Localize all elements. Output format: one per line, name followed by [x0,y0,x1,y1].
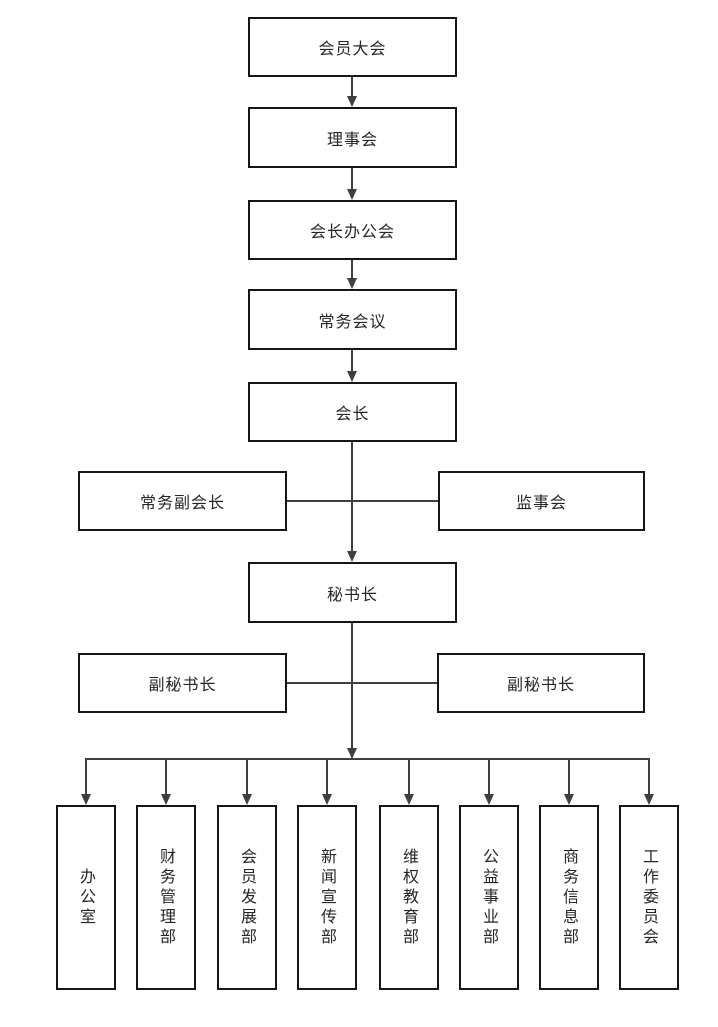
node-standing-meeting: 常务会议 [248,289,457,350]
dept-rights-protection-education: 维权教育部 [379,805,439,990]
connector-line [287,500,438,502]
node-label: 会员大会 [318,39,387,58]
dept-label: 维权教育部 [400,847,419,948]
dept-label: 办公室 [77,867,96,928]
node-label: 会长 [335,404,370,423]
arrow-down-icon [347,278,357,289]
arrow-down-icon [347,748,357,759]
dept-public-welfare: 公益事业部 [459,805,519,990]
arrow-down-icon [484,794,494,805]
dept-label: 会员发展部 [238,847,257,948]
arrow-down-icon [322,794,332,805]
arrow-down-icon [347,371,357,382]
connector-line [85,758,650,760]
connector-line [351,260,353,279]
node-presidents-office-meeting: 会长办公会 [248,200,457,260]
node-council: 理事会 [248,107,457,168]
node-label: 常务会议 [318,311,387,331]
connector-line [351,168,353,190]
dept-business-information: 商务信息部 [539,805,599,990]
dept-label: 工作委员会 [640,847,659,948]
node-president: 会长 [248,382,457,442]
connector-line [488,758,490,794]
dept-label: 商务信息部 [560,847,579,948]
dept-label: 公益事业部 [480,847,499,948]
dept-label: 新闻宣传部 [318,847,337,948]
node-deputy-secretary-general-left: 副秘书长 [78,653,287,713]
dept-news-publicity: 新闻宣传部 [297,805,357,990]
node-label: 秘书长 [326,584,378,604]
arrow-down-icon [404,794,414,805]
dept-label: 财务管理部 [157,847,176,948]
node-label: 副秘书长 [506,675,575,694]
dept-member-development: 会员发展部 [217,805,277,990]
node-label: 常务副会长 [139,493,225,512]
connector-line [165,758,167,794]
arrow-down-icon [161,794,171,805]
node-label: 副秘书长 [148,675,217,694]
connector-line [246,758,248,794]
arrow-down-icon [81,794,91,805]
connector-line [351,623,353,749]
arrow-down-icon [347,96,357,107]
connector-line [648,758,650,794]
connector-line [326,758,328,794]
node-label: 会长办公会 [309,222,395,241]
arrow-down-icon [242,794,252,805]
node-deputy-secretary-general-right: 副秘书长 [437,653,645,713]
arrow-down-icon [347,551,357,562]
connector-line [351,350,353,372]
node-executive-vice-president: 常务副会长 [78,471,287,531]
dept-finance-management: 财务管理部 [136,805,196,990]
arrow-down-icon [564,794,574,805]
connector-line [351,77,353,97]
node-secretary-general: 秘书长 [248,562,457,623]
arrow-down-icon [644,794,654,805]
connector-line [408,758,410,794]
connector-line [351,442,353,552]
dept-office: 办公室 [56,805,116,990]
node-label: 监事会 [515,493,567,512]
node-supervisory-board: 监事会 [438,471,645,531]
connector-line [568,758,570,794]
connector-line [287,682,437,684]
node-label: 理事会 [326,129,378,149]
node-members-congress: 会员大会 [248,17,457,77]
dept-work-committee: 工作委员会 [619,805,679,990]
connector-line [85,758,87,794]
arrow-down-icon [347,189,357,200]
